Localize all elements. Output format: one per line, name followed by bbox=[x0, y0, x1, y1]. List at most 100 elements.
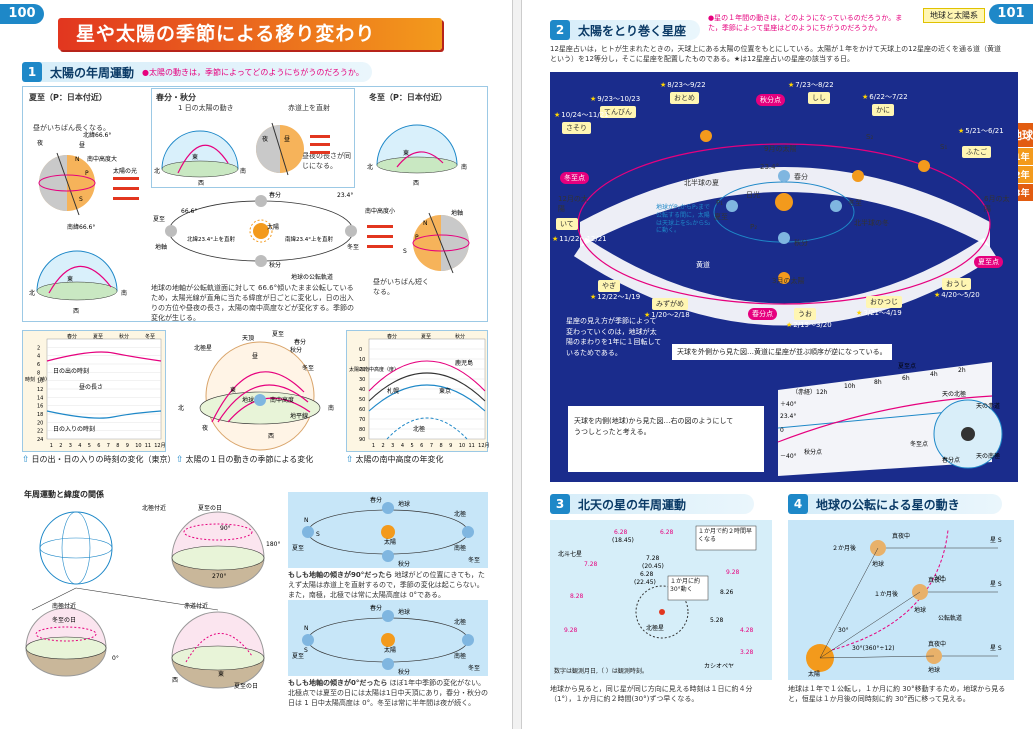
x-tick: 2 bbox=[382, 443, 385, 449]
tilt0-diagram: 春分 地球 北極 南極 夏至 冬至 秋分 太陽 N S bbox=[288, 600, 488, 676]
zodiac-aquarius-date: 1/20～2/18 bbox=[644, 310, 689, 320]
section-1-body: 地球の地軸が公転軌道面に対して 66.6°傾いたまま公転しているため，太陽光線が… bbox=[151, 284, 354, 323]
section-3-note: 数字は観測月日,（ ）は観測時刻。 bbox=[554, 668, 648, 675]
winter-axis: 地軸 bbox=[451, 209, 463, 217]
sphere-east: 東 bbox=[230, 386, 236, 394]
rev-30-formula: 30°(360°÷12) bbox=[852, 645, 894, 652]
latitude-winter-sun: 冬至の日 bbox=[52, 616, 76, 624]
section-3-header: 3 北天の星の年周運動 bbox=[550, 494, 754, 514]
caption-arrow-icon: ⇧ bbox=[22, 454, 30, 465]
x-tick: 4 bbox=[78, 443, 81, 449]
band-ra-6: 6h bbox=[902, 375, 910, 382]
season-tick: 夏至 bbox=[93, 334, 103, 340]
latitude-diagrams: 北極付近 夏至の日 南極付近 赤道付近 冬至の日 90° 180° 270° 0… bbox=[25, 504, 280, 690]
zodiac-taurus: おうし bbox=[942, 278, 971, 290]
latitude-title: 年周運動と緯度の関係 bbox=[24, 490, 104, 499]
rev-30-a: 30° bbox=[934, 575, 945, 582]
x-tick: 1 bbox=[372, 443, 375, 449]
tilt0-text: もしも地軸の傾きが0°だったら ほぼ1年中季節の変化がない。北極点では夏至の日に… bbox=[288, 678, 488, 708]
y-tick: 10 bbox=[359, 357, 365, 363]
sphere-zenith: 天頂 bbox=[242, 335, 254, 342]
season-tick: 冬至 bbox=[145, 333, 155, 340]
tilt0-winter: 冬至 bbox=[468, 664, 480, 672]
section-4-title: 地球の公転による星の動き bbox=[816, 497, 960, 512]
orbit-angle1: 66.6° bbox=[181, 208, 197, 215]
equinox-west: 西 bbox=[198, 180, 204, 187]
sunrise-line bbox=[46, 351, 162, 362]
winter-p: P bbox=[415, 234, 419, 241]
x-tick: 3 bbox=[391, 443, 394, 449]
rev-30-b: 30° bbox=[838, 627, 849, 634]
orbit-winter-label: 冬至 bbox=[848, 199, 862, 207]
tilt0-s: S bbox=[304, 647, 308, 654]
sphere-south: 南 bbox=[328, 404, 334, 412]
x-tick: 2 bbox=[59, 443, 62, 449]
zodiac-cancer-date: 6/22～7/22 bbox=[862, 92, 907, 102]
sun-dec: 12月の太陽 bbox=[558, 195, 588, 214]
page-number-right: 101 bbox=[989, 4, 1033, 24]
orbit-summer: 夏至 bbox=[153, 216, 165, 223]
winter-dome-south: 南 bbox=[461, 163, 467, 171]
tilt0-n: N bbox=[304, 625, 309, 632]
season-tick: 夏至 bbox=[421, 334, 431, 340]
cassiopeia-label: カシオペヤ bbox=[704, 663, 734, 670]
date-4: 8.28 bbox=[570, 593, 584, 600]
latitude-90: 90° bbox=[220, 525, 231, 532]
y-tick: 70 bbox=[359, 417, 365, 423]
sphere-summer: 夏至 bbox=[272, 331, 284, 338]
tilt90-n: N bbox=[304, 517, 309, 524]
celestial-sphere-diagram: 天頂 北極星 春分 秋分 夏至 冬至 北 東 南 西 地球 南中高度 地平線 昼… bbox=[178, 331, 334, 451]
x-tick: 9 bbox=[449, 443, 452, 449]
orbit-north-direct: 北緯23.4°上を直射 bbox=[187, 235, 235, 243]
altitude-chart-caption: ⇧太陽の南中高度の年変化 bbox=[346, 454, 444, 465]
x-tick: 10 bbox=[135, 443, 141, 449]
zodiac-gemini-date: 5/21～6/21 bbox=[958, 126, 1003, 136]
winter-dome-north: 北 bbox=[367, 163, 373, 171]
equinox-movement: 1 日の太陽の動き bbox=[178, 104, 234, 112]
sphere-winter: 冬至 bbox=[302, 364, 314, 372]
section-4-body: 地球は１年で１公転し，１か月に約 30°移動するため，地球から見ると，恒星は１か… bbox=[788, 685, 1006, 704]
equinox-south: 南 bbox=[240, 167, 246, 175]
x-tick: 1 bbox=[50, 443, 53, 449]
p1-label: P₁ bbox=[716, 199, 724, 207]
zodiac-gemini: ふたご bbox=[962, 146, 991, 158]
side-tab-grade1[interactable]: 1年 bbox=[1011, 147, 1033, 165]
latitude-180: 180° bbox=[266, 541, 280, 548]
chapter-title: 星や太陽の季節による移り変わり bbox=[58, 18, 442, 50]
summer-label-s: S bbox=[79, 196, 83, 203]
orbit-sun: 太陽 bbox=[267, 223, 279, 231]
sphere-day: 昼 bbox=[252, 353, 258, 360]
zodiac-virgo-date: 8/23～9/22 bbox=[660, 80, 705, 90]
date-10: 5.28 bbox=[710, 617, 724, 624]
page-number-left: 100 bbox=[0, 4, 44, 24]
caption-arrow-icon: ⇧ bbox=[176, 454, 184, 465]
series-north-pole bbox=[386, 417, 468, 440]
y-tick: 30 bbox=[359, 377, 365, 383]
series-label-north-pole: 北極 bbox=[413, 425, 425, 433]
big-dipper-label: 北斗七星 bbox=[558, 550, 582, 558]
season-tick: 秋分 bbox=[119, 333, 129, 340]
daylength-label: 昼の長さ bbox=[79, 384, 103, 391]
side-tab-grade2[interactable]: 2年 bbox=[1011, 165, 1033, 183]
sphere-west: 西 bbox=[268, 433, 274, 440]
zodiac-sagittarius: いて bbox=[556, 218, 578, 230]
sphere-spring: 春分 bbox=[294, 338, 306, 346]
winter-diagram: 北 東 南 西 南中高度小 地軸 N P S bbox=[365, 124, 470, 274]
tilt90-title: もしも地軸の傾きが90°だったら bbox=[288, 571, 393, 579]
tilt90-winter: 冬至 bbox=[468, 556, 480, 564]
x-tick: 12月 bbox=[478, 443, 489, 449]
orbit-summer-label: 夏至 bbox=[714, 213, 728, 221]
section-3-title: 北天の星の年周運動 bbox=[578, 497, 687, 512]
zodiac-aries-date: 3/21～4/19 bbox=[856, 308, 901, 318]
winter-point: 冬至点 bbox=[560, 172, 589, 184]
y-tick: 20 bbox=[37, 420, 43, 426]
x-tick: 6 bbox=[420, 443, 423, 449]
section-2-number: 2 bbox=[550, 20, 570, 40]
rev-earth-2: 地球 bbox=[914, 606, 926, 614]
summer-label-sunlight: 太陽の光 bbox=[113, 167, 137, 175]
summer-label-day: 昼 bbox=[79, 142, 85, 149]
date-3: 7.28 bbox=[584, 561, 598, 568]
series-kagoshima bbox=[368, 360, 486, 392]
